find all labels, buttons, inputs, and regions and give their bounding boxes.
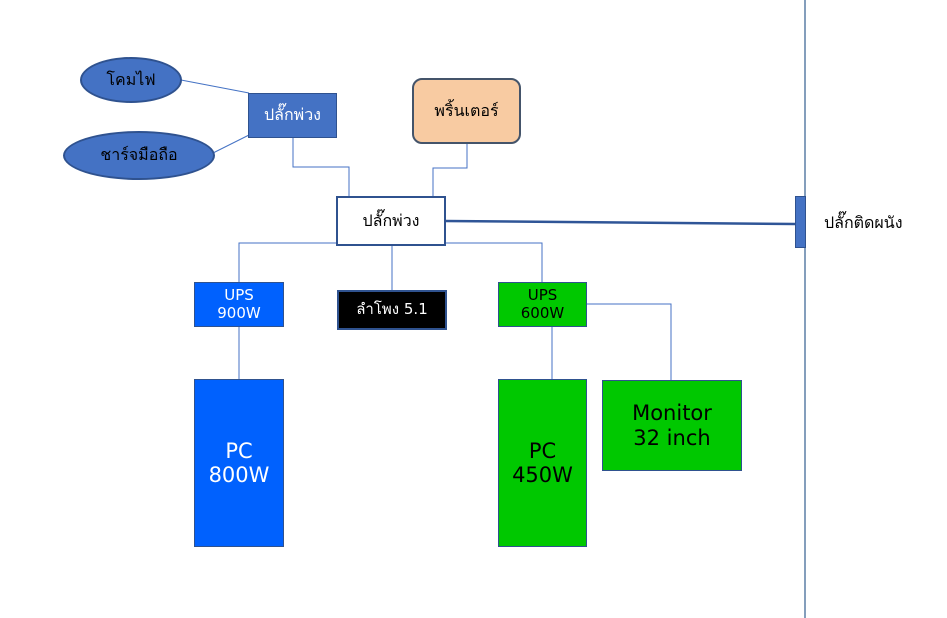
connector-printer-main xyxy=(432,143,468,196)
power-strip-small-node: ปลั๊กพ่วง xyxy=(248,93,337,138)
speaker-node: ลำโพง 5.1 xyxy=(337,290,447,330)
connector-main-ups600 xyxy=(445,242,543,282)
connector-small-strip-main xyxy=(292,137,350,196)
monitor-node: Monitor 32 inch xyxy=(602,380,742,471)
connector-ups600-monitor xyxy=(586,303,672,381)
connector-charger-strip xyxy=(212,134,250,154)
ups-600-node: UPS 600W xyxy=(498,282,587,327)
connector-lamp-strip xyxy=(180,79,250,94)
wall-outlet-node xyxy=(795,196,806,248)
lamp-node: โคมไฟ xyxy=(80,57,182,103)
ups-900-node: UPS 900W xyxy=(194,282,284,327)
connector-main-wall xyxy=(444,219,796,226)
power-strip-main-node: ปลั๊กพ่วง xyxy=(336,196,446,246)
phone-charger-node: ชาร์จมือถือ xyxy=(63,131,215,180)
pc-450-node: PC 450W xyxy=(498,379,587,547)
pc-800-node: PC 800W xyxy=(194,379,284,547)
connector-main-ups900 xyxy=(238,242,336,282)
wall-outlet-label: ปลั๊กติดผนัง xyxy=(824,213,903,232)
printer-node: พริ้นเตอร์ xyxy=(412,78,521,144)
